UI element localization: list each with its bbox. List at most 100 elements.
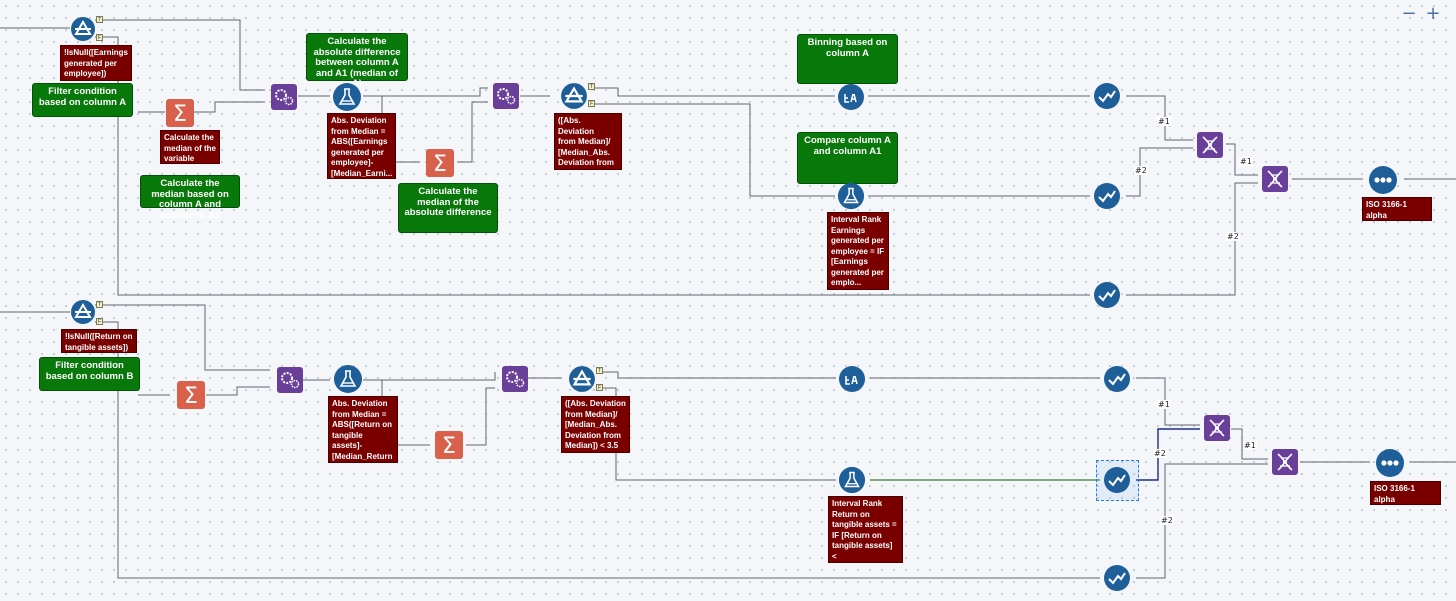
- false-anchor[interactable]: F: [588, 100, 595, 107]
- wire-label: #1: [1157, 117, 1171, 126]
- tile-icon: [838, 84, 864, 110]
- summarize-tool-median-absdiff[interactable]: Σ: [425, 148, 455, 178]
- tile-tool-binning[interactable]: [837, 83, 865, 111]
- false-anchor[interactable]: F: [96, 34, 103, 41]
- tile-icon: [839, 366, 865, 392]
- false-anchor[interactable]: F: [96, 318, 103, 325]
- flask-icon: [837, 182, 865, 210]
- flask-icon: [333, 83, 361, 111]
- true-anchor[interactable]: T: [588, 83, 595, 90]
- multi-field-tool-3[interactable]: [276, 366, 304, 394]
- sigma-icon: Σ: [435, 431, 463, 459]
- wire-label: #2: [1160, 516, 1174, 525]
- gear-icon: [271, 84, 297, 110]
- svg-text:Σ: Σ: [184, 384, 198, 409]
- wire-label: #2: [1226, 232, 1240, 241]
- dna-icon: [1272, 449, 1298, 475]
- svg-text:Σ: Σ: [173, 102, 187, 127]
- true-anchor[interactable]: T: [96, 16, 103, 23]
- dna-icon: [1197, 132, 1223, 158]
- comment-absolute-difference[interactable]: Calculate the absolute difference betwee…: [306, 33, 408, 89]
- interval-rank-annotation: Interval Rank Return on tangible assets …: [828, 496, 903, 563]
- checkmark-icon: [1104, 467, 1130, 493]
- true-anchor[interactable]: T: [596, 367, 603, 374]
- zoom-out-button[interactable]: −: [1401, 3, 1417, 24]
- filter-outlier-annotation: ([Abs. Deviation from Median]/ [Median_A…: [561, 396, 630, 453]
- summarize-tool-median[interactable]: Σ: [165, 98, 195, 128]
- sigma-icon: Σ: [166, 99, 194, 127]
- join-tool-top-2[interactable]: [1261, 165, 1289, 193]
- svg-text:Σ: Σ: [442, 434, 456, 459]
- join-tool-bottom-2[interactable]: [1271, 448, 1299, 476]
- comment-median-absolute-difference[interactable]: Calculate the median of the absolute dif…: [398, 183, 498, 233]
- multi-field-tool-1[interactable]: [270, 83, 298, 111]
- select-tool-top-2[interactable]: [1093, 182, 1121, 210]
- join-tool-top-1[interactable]: [1196, 131, 1224, 159]
- comment-filter-condition-a[interactable]: Filter condition based on column A: [32, 83, 133, 117]
- formula-annotation: Abs. Deviation from Median = ABS([Return…: [328, 396, 398, 463]
- wire-label: #2: [1153, 449, 1167, 458]
- filter-annotation: !IsNull([Return on tangible assets]): [61, 329, 137, 353]
- sort-dots-icon: [1376, 449, 1404, 477]
- gear-icon: [493, 83, 519, 109]
- tile-tool-binning[interactable]: [838, 365, 866, 393]
- sort-annotation: ISO 3166-1 alpha 2 - Ascending: [1370, 481, 1441, 505]
- dna-icon: [1204, 415, 1230, 441]
- sort-dots-icon: [1369, 166, 1397, 194]
- wire-label: #1: [1243, 441, 1257, 450]
- wire-label: #2: [1134, 166, 1148, 175]
- comment-median-column-a[interactable]: Calculate the median based on column A a…: [140, 175, 240, 220]
- checkmark-icon: [1094, 282, 1120, 308]
- formula-tool-interval-rank[interactable]: [838, 466, 866, 494]
- filter-tool-outlier[interactable]: [560, 82, 588, 110]
- filter-icon: [71, 17, 95, 41]
- zoom-in-button[interactable]: +: [1425, 3, 1441, 24]
- checkmark-icon: [1104, 565, 1130, 591]
- filter-outlier-annotation: ([Abs. Deviation from Median]/ [Median_A…: [554, 113, 622, 170]
- false-anchor[interactable]: F: [596, 384, 603, 391]
- summarize-tool-median[interactable]: Σ: [176, 380, 206, 410]
- summarize-tool-median-absdiff[interactable]: Σ: [434, 430, 464, 460]
- checkmark-icon: [1104, 366, 1130, 392]
- select-tool-bottom-1[interactable]: [1103, 365, 1131, 393]
- comment-compare[interactable]: Compare column A and column A1: [797, 132, 898, 184]
- formula-tool-interval-rank[interactable]: [837, 182, 865, 210]
- select-tool-top-3[interactable]: [1093, 281, 1121, 309]
- summarize-annotation: Calculate the median of the variable: [160, 130, 220, 164]
- true-anchor[interactable]: T: [96, 301, 103, 308]
- select-tool-top-1[interactable]: [1093, 82, 1121, 110]
- gear-icon: [277, 367, 303, 393]
- dna-icon: [1262, 166, 1288, 192]
- comment-filter-condition-b[interactable]: Filter condition based on column B: [39, 357, 140, 391]
- sort-tool-bottom[interactable]: [1375, 448, 1405, 478]
- wire-label: #1: [1239, 157, 1253, 166]
- sort-tool-top[interactable]: [1368, 165, 1398, 195]
- wire-label: #1: [1157, 400, 1171, 409]
- sigma-icon: Σ: [177, 381, 205, 409]
- filter-tool-return[interactable]: [70, 299, 96, 325]
- flask-icon: [334, 365, 362, 393]
- checkmark-icon: [1094, 83, 1120, 109]
- formula-annotation: Abs. Deviation from Median = ABS([Earnin…: [327, 113, 396, 179]
- filter-tool-earnings[interactable]: [70, 16, 96, 42]
- gear-icon: [502, 366, 528, 392]
- sigma-icon: Σ: [426, 149, 454, 177]
- filter-tool-outlier[interactable]: [568, 365, 596, 393]
- select-tool-bottom-3[interactable]: [1103, 564, 1131, 592]
- interval-rank-annotation: Interval Rank Earnings generated per emp…: [827, 212, 889, 290]
- multi-field-tool-4[interactable]: [501, 365, 529, 393]
- checkmark-icon: [1094, 183, 1120, 209]
- multi-field-tool-2[interactable]: [492, 82, 520, 110]
- filter-icon: [569, 366, 595, 392]
- comment-binning[interactable]: Binning based on column A: [797, 34, 898, 84]
- svg-text:Σ: Σ: [433, 152, 447, 177]
- select-tool-bottom-2[interactable]: [1103, 466, 1131, 494]
- join-tool-bottom-1[interactable]: [1203, 414, 1231, 442]
- filter-icon: [71, 300, 95, 324]
- formula-tool-abs-deviation[interactable]: [332, 82, 362, 112]
- filter-annotation: !IsNull([Earnings generated per employee…: [60, 45, 132, 81]
- formula-tool-abs-deviation[interactable]: [333, 364, 363, 394]
- sort-annotation: ISO 3166-1 alpha 2 - Ascending: [1362, 197, 1432, 221]
- flask-icon: [838, 466, 866, 494]
